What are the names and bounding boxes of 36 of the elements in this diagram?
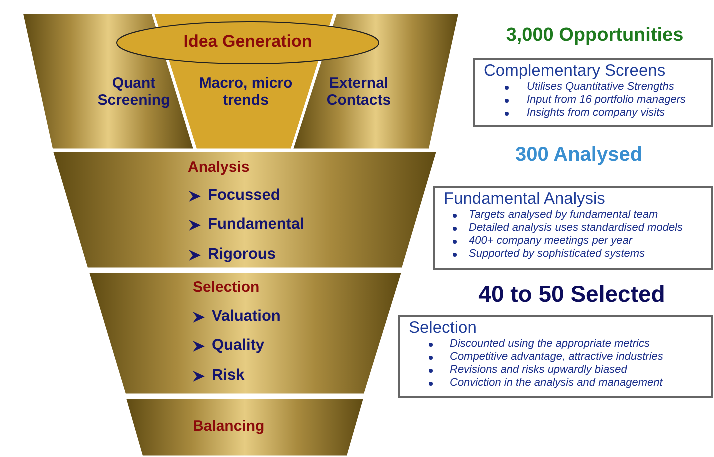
criteria-item: Valuation: [212, 308, 281, 326]
bullet-item: Insights from company visits: [475, 106, 711, 120]
funnel-segment: [52, 151, 438, 269]
criteria-item: Fundamental: [208, 216, 304, 234]
bullet-item: Discounted using the appropriate metrics: [400, 338, 711, 351]
source-label: Macro, micro trends: [198, 75, 294, 110]
bullet-item: 400+ company meetings per year: [435, 234, 711, 248]
stage-count: 300 Analysed: [515, 144, 643, 167]
source-label: Quant Screening: [96, 75, 172, 110]
stage-title: Selection: [193, 279, 260, 296]
panel-heading: Fundamental Analysis: [443, 190, 606, 208]
info-panel: [398, 315, 713, 398]
stage-ellipse: [116, 21, 380, 65]
stage-count: 40 to 50 Selected: [478, 281, 666, 308]
panel-heading: Complementary Screens: [483, 62, 667, 80]
bullet-item: Targets analysed by fundamental team: [435, 209, 711, 222]
criteria-item: Focussed: [208, 187, 280, 205]
criteria-item: Risk: [212, 367, 245, 385]
stage-title: Analysis: [188, 159, 250, 176]
source-label: External Contacts: [326, 75, 392, 110]
panel-heading: Selection: [408, 319, 478, 338]
bullet-item: Input from 16 portfolio managers: [475, 94, 711, 107]
stage-title: Idea Generation: [182, 32, 314, 52]
bullet-item: Revisions and risks upwardly biased: [400, 364, 711, 377]
stage-title: Balancing: [193, 418, 265, 436]
funnel-segment: [125, 398, 365, 457]
bullet-item: Competitive advantage, attractive industries: [400, 351, 711, 364]
criteria-item: Rigorous: [208, 246, 276, 264]
criteria-item: Quality: [212, 337, 265, 355]
info-panel: [433, 186, 713, 270]
bullet-item: Utilises Quantitative Strengths: [475, 81, 711, 94]
bullet-item: Conviction in the analysis and management: [400, 376, 711, 390]
bullet-item: Supported by sophisticated systems: [435, 248, 711, 261]
info-panel: [473, 58, 713, 127]
stage-count: 3,000 Opportunities: [506, 25, 684, 47]
bullet-item: Detailed analysis uses standardised models: [435, 222, 711, 235]
